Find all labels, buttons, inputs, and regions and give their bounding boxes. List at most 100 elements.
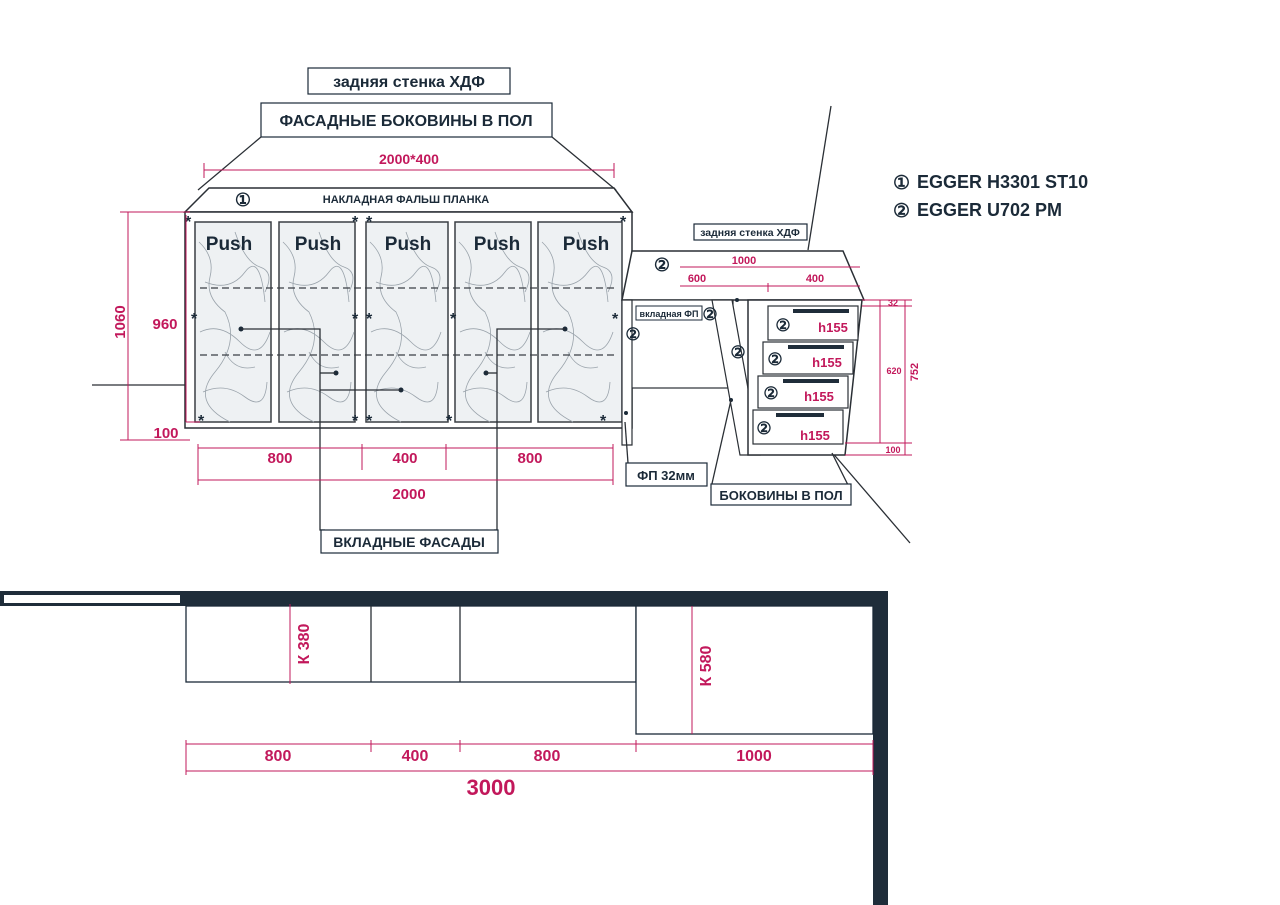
plan-dim-800-right: 800 <box>534 748 561 765</box>
desk-back-wall-label: задняя стенка ХДФ <box>693 223 808 241</box>
svg-text:*: * <box>352 413 359 430</box>
dim-desk-32: 32 <box>888 298 898 308</box>
dim-desk-1000: 1000 <box>732 255 756 267</box>
sides-pointer <box>831 452 849 486</box>
plan-dim-1000: 1000 <box>736 748 772 765</box>
svg-text:*: * <box>366 413 373 430</box>
drawer-3: ② h155 <box>757 375 849 409</box>
svg-text:*: * <box>352 311 359 328</box>
top-overlay-label: НАКЛАДНАЯ ФАЛЬШ ПЛАНКА <box>323 194 490 206</box>
wall-corner-line <box>829 449 911 544</box>
dim-desk-752: 752 <box>909 363 921 381</box>
push-label-5: Push <box>563 234 609 255</box>
svg-text:*: * <box>198 413 205 430</box>
drawer-2: ② h155 <box>762 341 854 375</box>
drawer-4: ② h155 <box>752 409 844 445</box>
svg-text:*: * <box>352 214 359 231</box>
svg-text:*: * <box>185 214 192 231</box>
svg-text:*: * <box>620 214 627 231</box>
plan-desk <box>635 605 874 735</box>
inset-fp-label: вкладная ФП <box>640 309 699 319</box>
drawer-1: ② h155 <box>767 305 859 341</box>
svg-text:задняя стенка ХДФ: задняя стенка ХДФ <box>333 74 485 91</box>
mark-1: ① <box>235 190 251 210</box>
plan-k380: К 380 <box>296 623 313 664</box>
svg-text:*: * <box>450 311 457 328</box>
svg-text:h155: h155 <box>804 389 834 404</box>
svg-text:*: * <box>446 413 453 430</box>
push-label-2: Push <box>295 234 341 255</box>
legend-mark-1: ① <box>893 173 910 194</box>
hinge-markers: * * * * * * * * * * * * * * <box>185 214 627 430</box>
svg-text:②: ② <box>775 316 790 335</box>
door-4 <box>454 221 532 423</box>
plan-wardrobe <box>185 605 637 683</box>
mark-2-fp: ② <box>702 305 717 324</box>
plan-wall-top <box>0 591 888 606</box>
svg-text:②: ② <box>767 350 782 369</box>
push-label-4: Push <box>474 234 520 255</box>
height-dimensions <box>120 211 200 441</box>
mark-2-side: ② <box>625 325 640 344</box>
svg-text:БОКОВИНЫ В ПОЛ: БОКОВИНЫ В ПОЛ <box>719 488 842 503</box>
svg-text:②: ② <box>763 384 778 403</box>
dim-800-right: 800 <box>517 450 542 467</box>
svg-text:ФАСАДНЫЕ БОКОВИНЫ В ПОЛ: ФАСАДНЫЕ БОКОВИНЫ В ПОЛ <box>279 113 532 130</box>
svg-text:*: * <box>612 311 619 328</box>
dim-desk-600: 600 <box>688 273 706 285</box>
plan-dim-3000: 3000 <box>467 775 516 800</box>
svg-text:*: * <box>600 413 607 430</box>
push-label-3: Push <box>385 234 431 255</box>
svg-text:задняя стенка ХДФ: задняя стенка ХДФ <box>700 227 800 239</box>
pointer-line <box>197 136 262 191</box>
door-3 <box>365 221 449 423</box>
svg-text:h155: h155 <box>812 355 842 370</box>
dim-desk-100: 100 <box>885 445 900 455</box>
width-dimensions <box>197 444 614 485</box>
plan-wall-right <box>873 591 888 905</box>
dim-800-left: 800 <box>267 450 292 467</box>
sides-floor-label: БОКОВИНЫ В ПОЛ <box>710 483 852 506</box>
plan-dimensions <box>185 740 874 775</box>
floor-plan <box>0 591 888 905</box>
fp32-pointer <box>624 421 629 464</box>
inset-facades-label: ВКЛАДНЫЕ ФАСАДЫ <box>320 529 499 554</box>
pointer-line <box>551 136 617 191</box>
facade-sides-label: ФАСАДНЫЕ БОКОВИНЫ В ПОЛ <box>260 102 553 138</box>
svg-text:h155: h155 <box>818 320 848 335</box>
plan-dim-400: 400 <box>402 748 429 765</box>
desk-height-dimensions <box>845 299 912 456</box>
plan-window <box>4 595 180 603</box>
wall-corner-line <box>807 105 832 251</box>
svg-text:ФП 32мм: ФП 32мм <box>637 468 695 483</box>
fp32-label: ФП 32мм <box>625 462 708 487</box>
dim-desk-400: 400 <box>806 273 824 285</box>
legend-egger-h3301: EGGER H3301 ST10 <box>917 172 1088 192</box>
dim-desk-620: 620 <box>886 366 901 376</box>
inset-fp-label-box <box>635 305 703 321</box>
desk-left-side <box>621 299 633 446</box>
plan-dim-800-left: 800 <box>265 748 292 765</box>
material-legend: ① EGGER H3301 ST10 ② EGGER U702 PM <box>893 172 1088 222</box>
svg-text:*: * <box>191 311 198 328</box>
legend-egger-u702: EGGER U702 PM <box>917 200 1062 220</box>
svg-text:②: ② <box>756 419 771 438</box>
mark-2-middle: ② <box>730 343 745 362</box>
dim-400: 400 <box>392 450 417 467</box>
door-5 <box>537 221 623 423</box>
door-2 <box>278 221 356 423</box>
dim-100-plinth: 100 <box>153 425 178 442</box>
push-label-1: Push <box>206 234 252 255</box>
svg-text:*: * <box>366 214 373 231</box>
dim-2000: 2000 <box>392 486 425 503</box>
sides-pointer <box>710 399 732 489</box>
mark-2-desktop: ② <box>654 255 670 275</box>
plan-k580: К 580 <box>698 645 715 686</box>
door-1 <box>194 221 272 423</box>
dim-1060: 1060 <box>112 305 129 338</box>
back-wall-label: задняя стенка ХДФ <box>307 67 511 95</box>
dim-2000x400: 2000*400 <box>379 151 439 167</box>
svg-text:h155: h155 <box>800 428 830 443</box>
dim-960: 960 <box>152 316 177 333</box>
